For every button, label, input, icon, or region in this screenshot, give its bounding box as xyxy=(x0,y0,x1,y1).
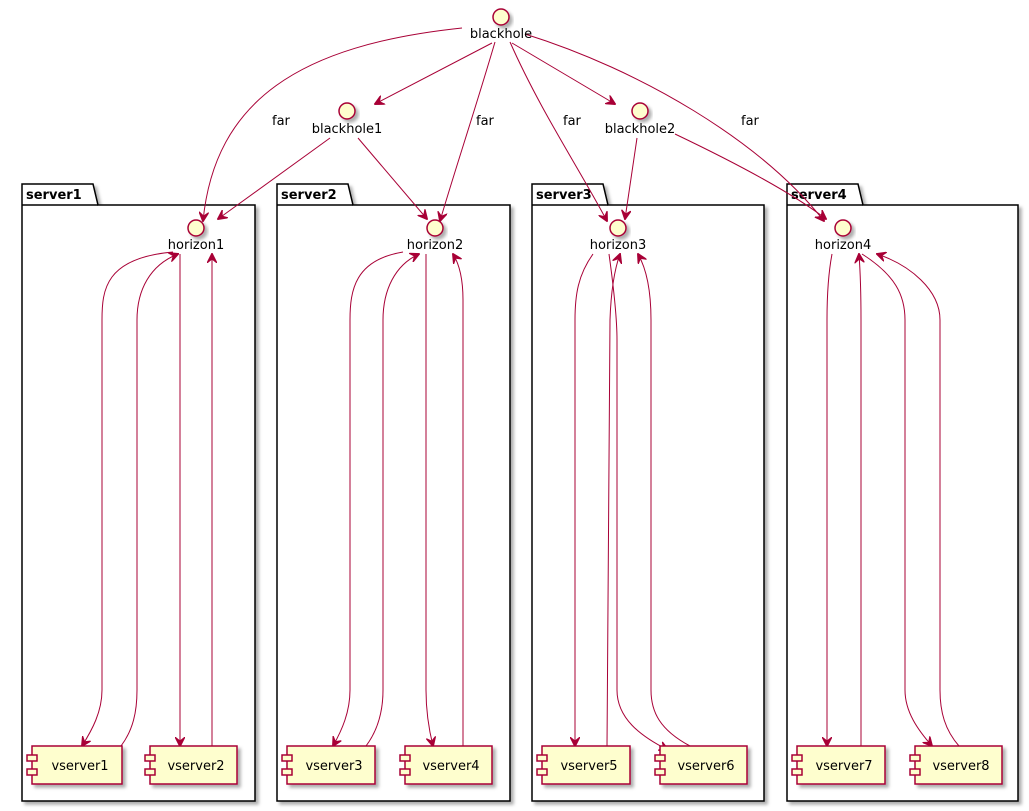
edge-blackhole1-horizon2 xyxy=(357,137,427,219)
component-vserver7: vserver7 xyxy=(791,745,886,785)
edge-blackhole-horizon4 xyxy=(524,33,824,221)
edge-vserver1-horizon1 xyxy=(120,254,178,747)
interface-blackhole2: blackhole2 xyxy=(605,102,676,137)
component-label-vserver1: vserver1 xyxy=(51,759,108,774)
interface-label-blackhole1: blackhole1 xyxy=(312,122,383,137)
interface-blackhole: blackhole xyxy=(470,8,532,42)
component-vserver8: vserver8 xyxy=(909,745,1003,785)
edge-label-blackhole-horizon1: far xyxy=(272,114,291,129)
component-vserver3: vserver3 xyxy=(281,745,376,785)
edge-label-blackhole-horizon4: far xyxy=(741,114,760,129)
edges-server1 xyxy=(82,251,212,747)
edge-horizon2-vserver3 xyxy=(333,251,404,746)
edge-vserver8-horizon4 xyxy=(877,254,960,747)
edge-horizon4-vserver8 xyxy=(861,253,932,746)
edge-blackhole2-horizon3 xyxy=(625,137,638,219)
package-title-server2: server2 xyxy=(281,188,337,203)
package-server4: server4 xyxy=(786,183,1019,802)
component-vserver2: vserver2 xyxy=(144,745,238,785)
interface-horizon2: horizon2 xyxy=(407,219,463,253)
edge-vserver6-horizon3 xyxy=(638,254,691,747)
edge-horizon4-vserver7 xyxy=(827,253,833,746)
component-vserver5: vserver5 xyxy=(536,745,631,785)
component-vserver1: vserver1 xyxy=(26,745,123,785)
interface-horizon3: horizon3 xyxy=(590,219,646,253)
package-title-server1: server1 xyxy=(26,188,82,203)
component-label-vserver8: vserver8 xyxy=(932,759,989,774)
interface-label-blackhole: blackhole xyxy=(470,27,532,42)
interface-label-horizon4: horizon4 xyxy=(815,238,871,253)
edge-horizon3-vserver5 xyxy=(575,253,594,746)
interface-label-blackhole2: blackhole2 xyxy=(605,122,676,137)
interface-horizon4: horizon4 xyxy=(815,219,871,253)
edge-vserver3-horizon2 xyxy=(365,254,419,747)
edge-vserver7-horizon4 xyxy=(859,254,861,746)
package-server1: server1 xyxy=(21,183,256,802)
edges-server2 xyxy=(333,251,464,747)
edge-horizon2-vserver4 xyxy=(425,254,433,746)
package-server3: server3 xyxy=(531,183,765,802)
package-server2: server2 xyxy=(276,183,511,802)
edge-horizon1-vserver1 xyxy=(82,251,174,746)
edge-blackhole1-horizon1 xyxy=(218,137,331,219)
interface-label-horizon2: horizon2 xyxy=(407,238,463,253)
interface-label-horizon1: horizon1 xyxy=(168,238,224,253)
edge-label-blackhole-horizon3: far xyxy=(563,114,582,129)
edge-blackhole-blackhole2 xyxy=(511,42,615,104)
interface-label-horizon3: horizon3 xyxy=(590,238,646,253)
edge-blackhole-horizon1 xyxy=(203,27,463,221)
edges-server3 xyxy=(575,253,691,750)
interface-blackhole1: blackhole1 xyxy=(312,102,383,137)
edge-blackhole-blackhole1 xyxy=(375,42,493,104)
component-label-vserver4: vserver4 xyxy=(422,759,479,774)
component-label-vserver6: vserver6 xyxy=(677,759,734,774)
component-label-vserver7: vserver7 xyxy=(815,759,872,774)
edge-vserver4-horizon2 xyxy=(453,254,464,746)
component-vserver6: vserver6 xyxy=(654,745,748,785)
component-vserver4: vserver4 xyxy=(399,745,493,785)
edges-server4 xyxy=(827,253,960,747)
interface-horizon1: horizon1 xyxy=(168,219,224,253)
edge-blackhole-horizon2 xyxy=(440,41,496,221)
edge-blackhole-horizon3 xyxy=(509,41,607,221)
component-label-vserver3: vserver3 xyxy=(305,759,362,774)
edges-top xyxy=(203,27,826,221)
edge-horizon3-vserver6 xyxy=(608,253,668,750)
package-title-server3: server3 xyxy=(536,188,592,203)
edge-blackhole2-horizon4 xyxy=(674,133,826,219)
component-label-vserver5: vserver5 xyxy=(560,759,617,774)
edge-label-blackhole-horizon2: far xyxy=(476,114,495,129)
component-label-vserver2: vserver2 xyxy=(167,759,224,774)
